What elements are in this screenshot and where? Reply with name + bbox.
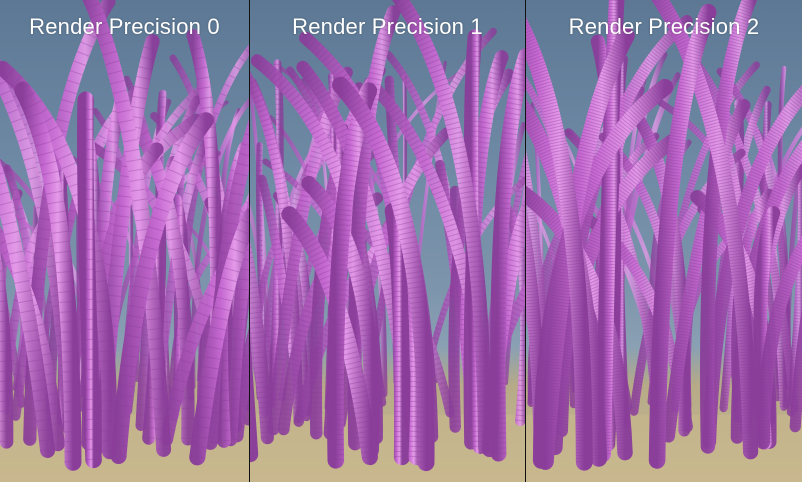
hair-strand — [756, 235, 802, 450]
hair-segment-bands — [669, 31, 799, 409]
hair-segment-bands — [257, 164, 312, 397]
hair-segment-bands — [23, 0, 115, 440]
hair-segment-bands — [717, 68, 791, 405]
hair-segment-bands — [482, 201, 525, 451]
hair-strand — [526, 17, 593, 471]
hair-segment-bands — [303, 177, 380, 451]
hair-segment-bands — [585, 214, 693, 428]
hair-strand — [391, 0, 493, 455]
panel-divider — [525, 0, 526, 482]
hair-render-image — [0, 0, 249, 482]
hair-strand — [82, 0, 172, 457]
hair-strand — [159, 223, 249, 447]
hair-strand — [0, 251, 14, 449]
hair-strand — [110, 112, 214, 465]
hair-segment-bands — [526, 185, 633, 454]
hair-strand — [230, 327, 249, 443]
panel-divider — [249, 0, 250, 482]
hair-segment-bands — [756, 235, 802, 443]
hair-segment-bands — [47, 86, 140, 411]
hair-segment-bands — [257, 178, 306, 414]
hair-segment-bands — [756, 171, 788, 408]
hair-segment-bands — [537, 31, 634, 463]
hair-strand — [77, 91, 102, 469]
hair-strand — [648, 3, 717, 469]
hair-segment-bands — [548, 135, 676, 449]
hair-strand — [384, 202, 411, 466]
hair-segment-bands — [391, 0, 493, 448]
hair-segment-bands — [493, 153, 525, 396]
hair-segment-bands — [273, 193, 314, 413]
hair-strand — [651, 0, 759, 460]
hair-render-image — [250, 0, 525, 482]
hair-segment-bands — [327, 87, 377, 461]
hair-segment-bands — [648, 9, 716, 461]
hair-segment-bands — [527, 160, 621, 401]
hair-strand — [189, 208, 249, 466]
panel-render-precision-2: Render Precision 2 — [526, 0, 802, 482]
hair-segment-bands — [267, 69, 353, 431]
hair-segment-bands — [297, 63, 419, 439]
hair-segment-bands — [155, 93, 172, 408]
hair-segment-bands — [569, 133, 658, 405]
hair-segment-bands — [347, 9, 400, 444]
hair-strand — [332, 76, 435, 472]
panel-title: Render Precision 2 — [568, 14, 760, 39]
hair-strand — [526, 185, 633, 461]
hair-strand — [662, 98, 751, 443]
hair-strand — [548, 134, 679, 455]
hair-strand — [267, 66, 353, 436]
hair-segment-bands — [110, 115, 213, 457]
hair-segment-bands — [335, 129, 451, 425]
hair-strand — [0, 160, 56, 458]
hair-strand — [789, 307, 802, 433]
hair-render-image — [526, 0, 802, 482]
panel-render-precision-1: Render Precision 1 — [250, 0, 525, 482]
hair-strand — [223, 195, 249, 447]
panel-title: Render Precision 0 — [29, 14, 220, 39]
hair-segment-bands — [651, 0, 759, 452]
hair-segment-bands — [63, 114, 200, 430]
hair-segment-bands — [15, 86, 82, 463]
hair-segment-bands — [365, 78, 499, 433]
panel-render-precision-0: Render Precision 0 — [0, 0, 249, 482]
panel-title: Render Precision 1 — [292, 14, 483, 39]
hair-segment-bands — [230, 327, 249, 437]
hair-strand — [250, 240, 274, 445]
hair-strand — [537, 27, 635, 470]
hair-strand — [489, 48, 525, 462]
hair-segment-bands — [278, 150, 378, 399]
hair-strand — [301, 175, 380, 458]
hair-strand — [14, 81, 82, 471]
